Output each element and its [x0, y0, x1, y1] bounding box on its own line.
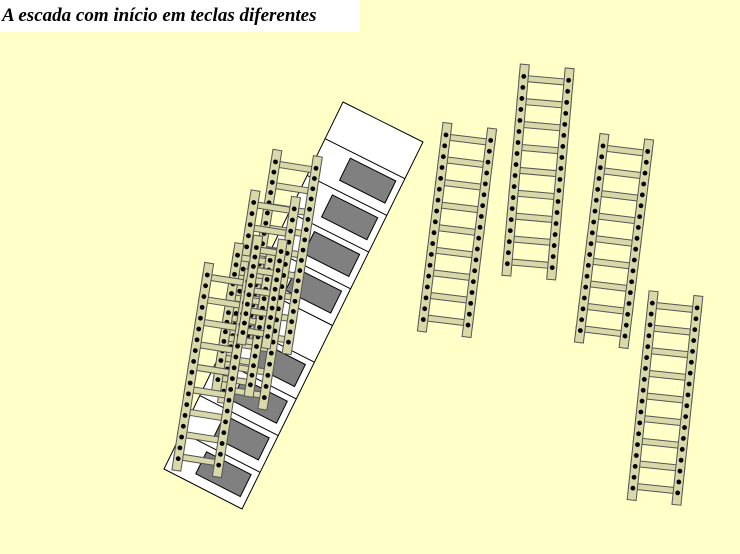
- piano-key-icon: [338, 157, 397, 204]
- piano-key-icon: [320, 194, 379, 241]
- key-divider: [324, 138, 406, 180]
- page-title: A escada com início em teclas diferentes: [0, 0, 360, 32]
- ladder-icon: [416, 121, 498, 339]
- ladder-icon: [501, 63, 575, 281]
- key-divider: [289, 211, 369, 253]
- key-divider: [306, 174, 388, 216]
- ladder-icon: [626, 290, 704, 506]
- ladder-icon: [573, 132, 655, 350]
- ladder-icon: [236, 234, 288, 350]
- ladders-group: [171, 63, 704, 506]
- key-divider: [199, 395, 279, 437]
